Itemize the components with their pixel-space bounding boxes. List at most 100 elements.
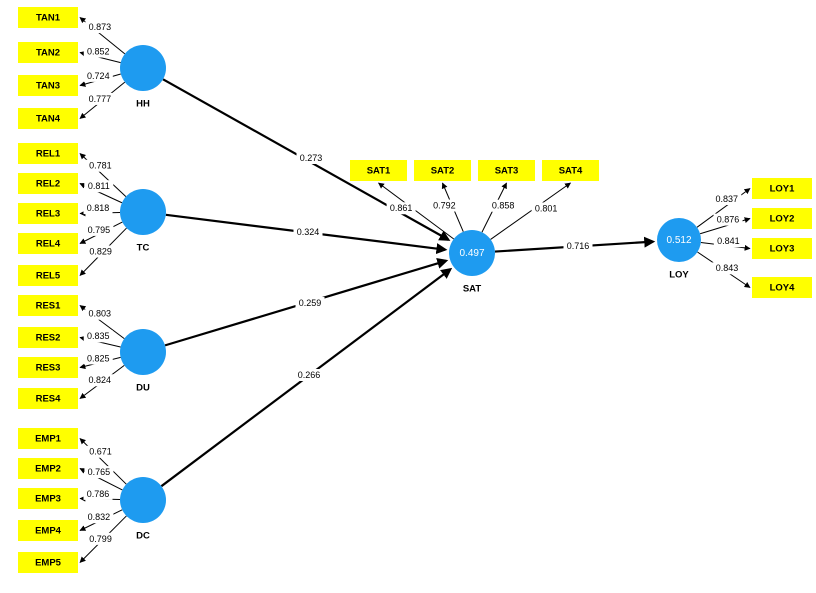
indicator-box-EMP3[interactable] [18,488,78,509]
indicator-EMP3[interactable]: EMP3 [18,488,78,509]
latent-circle-DC[interactable] [120,477,166,523]
latent-circle-LOY[interactable] [657,218,701,262]
indicator-box-REL5[interactable] [18,265,78,286]
indicator-box-EMP2[interactable] [18,458,78,479]
indicator-RES4[interactable]: RES4 [18,388,78,409]
indicator-label-REL1: REL1 [36,149,61,160]
latent-circle-SAT[interactable] [449,230,495,276]
indicator-LOY3[interactable]: LOY3 [752,238,812,259]
latent-construct-DU[interactable]: DU [120,329,166,394]
loading-value-DC-EMP2-label-bg [84,466,114,479]
indicator-REL3[interactable]: REL3 [18,203,78,224]
indicator-box-SAT2[interactable] [414,160,471,181]
latent-name-SAT: SAT [463,284,481,295]
indicator-box-TAN4[interactable] [18,108,78,129]
indicator-box-RES2[interactable] [18,327,78,348]
indicator-box-RES1[interactable] [18,295,78,316]
indicator-TAN2[interactable]: TAN2 [18,42,78,63]
loading-value-DC-EMP5: 0.799 [89,534,112,544]
indicator-REL1[interactable]: REL1 [18,143,78,164]
indicator-label-EMP4: EMP4 [35,526,62,537]
indicator-LOY2[interactable]: LOY2 [752,208,812,229]
latent-circle-DU[interactable] [120,329,166,375]
indicator-label-SAT3: SAT3 [495,166,519,177]
indicator-box-TAN1[interactable] [18,7,78,28]
indicator-TAN4[interactable]: TAN4 [18,108,78,129]
latent-circle-TC[interactable] [120,189,166,235]
indicator-EMP1[interactable]: EMP1 [18,428,78,449]
indicator-REL2[interactable]: REL2 [18,173,78,194]
path-coefficient-DU-to-SAT-label-bg [295,297,325,309]
indicator-box-EMP4[interactable] [18,520,78,541]
indicator-box-SAT1[interactable] [350,160,407,181]
indicator-box-LOY4[interactable] [752,277,812,298]
indicator-LOY4[interactable]: LOY4 [752,277,812,298]
indicator-box-LOY2[interactable] [752,208,812,229]
labels-layer: 0.8730.8520.7240.7770.7810.8110.8180.795… [83,21,743,545]
indicator-RES2[interactable]: RES2 [18,327,78,348]
loading-value-LOY-LOY3: 0.841 [717,236,740,246]
indicator-TAN1[interactable]: TAN1 [18,7,78,28]
indicator-box-REL3[interactable] [18,203,78,224]
indicator-box-SAT4[interactable] [542,160,599,181]
indicator-box-REL4[interactable] [18,233,78,254]
indicator-box-REL2[interactable] [18,173,78,194]
indicator-REL5[interactable]: REL5 [18,265,78,286]
indicator-box-EMP5[interactable] [18,552,78,573]
indicator-label-TAN2: TAN2 [36,48,60,59]
indicator-REL4[interactable]: REL4 [18,233,78,254]
indicator-SAT1[interactable]: SAT1 [350,160,407,181]
indicator-EMP2[interactable]: EMP2 [18,458,78,479]
indicator-EMP5[interactable]: EMP5 [18,552,78,573]
indicator-label-REL2: REL2 [36,179,60,190]
indicator-label-LOY1: LOY1 [770,184,796,195]
indicator-box-TAN3[interactable] [18,75,78,96]
loading-value-LOY-LOY3-label-bg [713,235,743,248]
indicator-box-TAN2[interactable] [18,42,78,63]
loading-value-DC-EMP1: 0.671 [89,447,112,457]
loading-value-LOY-LOY2-label-bg [713,213,743,226]
path-coefficient-SAT-to-LOY-label-bg [563,240,593,252]
latent-name-DC: DC [136,531,150,542]
indicator-box-RES3[interactable] [18,357,78,378]
indicator-SAT3[interactable]: SAT3 [478,160,535,181]
indicator-RES1[interactable]: RES1 [18,295,78,316]
indicator-box-SAT3[interactable] [478,160,535,181]
loading-value-DC-EMP5-label-bg [86,532,116,545]
loading-value-TC-REL3: 0.818 [87,203,110,213]
indicator-label-RES1: RES1 [36,301,62,312]
latent-construct-DC[interactable]: DC [120,477,166,542]
latent-construct-HH[interactable]: HH [120,45,166,110]
loading-value-TC-REL5-label-bg [86,245,116,258]
path-coefficient-HH-to-SAT-label-bg [296,152,326,164]
indicator-box-EMP1[interactable] [18,428,78,449]
loading-value-SAT-SAT2-label-bg [429,199,459,212]
indicator-RES3[interactable]: RES3 [18,357,78,378]
indicator-box-LOY3[interactable] [752,238,812,259]
loading-value-DU-RES2-label-bg [83,330,113,343]
indicator-label-SAT4: SAT4 [559,166,583,177]
loading-value-TC-REL4: 0.795 [88,225,111,235]
path-coefficient-TC-to-SAT-label-bg [293,226,323,238]
indicator-SAT4[interactable]: SAT4 [542,160,599,181]
loading-value-SAT-SAT3-label-bg [488,199,518,212]
indicator-TAN3[interactable]: TAN3 [18,75,78,96]
indicator-box-RES4[interactable] [18,388,78,409]
indicator-SAT2[interactable]: SAT2 [414,160,471,181]
loading-value-LOY-LOY1: 0.837 [716,194,739,204]
latent-construct-TC[interactable]: TC [120,189,166,254]
indicator-label-EMP5: EMP5 [35,558,62,569]
indicator-LOY1[interactable]: LOY1 [752,178,812,199]
indicator-box-REL1[interactable] [18,143,78,164]
loading-value-TC-REL2: 0.811 [88,181,110,191]
indicator-box-LOY1[interactable] [752,178,812,199]
loading-value-SAT-SAT4: 0.801 [535,203,558,213]
loading-value-DU-RES4: 0.824 [88,375,111,385]
latent-circle-HH[interactable] [120,45,166,91]
path-coefficient-DC-to-SAT-label-bg [294,369,324,381]
path-coefficient-SAT-to-LOY: 0.716 [567,241,590,251]
indicator-EMP4[interactable]: EMP4 [18,520,78,541]
